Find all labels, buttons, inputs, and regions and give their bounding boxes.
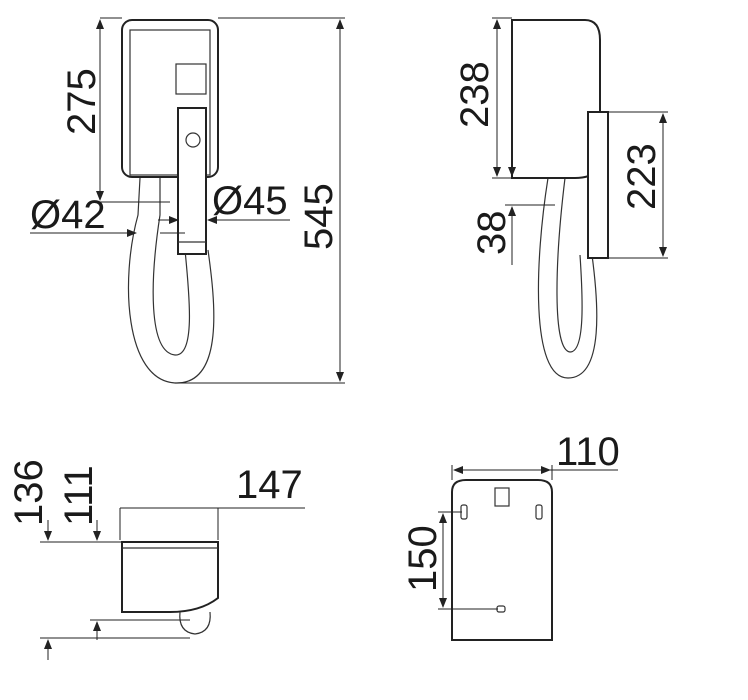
- dim-38: 38: [470, 211, 514, 256]
- back-top-slot: [494, 487, 510, 507]
- bottom-view: 136 111 147: [7, 459, 305, 660]
- dim-545: 545: [297, 183, 341, 250]
- dim-150: 150: [401, 525, 445, 592]
- dim-diameter-42: Ø42: [30, 193, 106, 237]
- dim-147: 147: [236, 463, 303, 507]
- dim-111: 111: [57, 465, 101, 526]
- side-view: 238 223 38: [453, 17, 668, 379]
- dim-238: 238: [453, 61, 497, 128]
- dim-110: 110: [556, 430, 620, 474]
- side-housing: [511, 19, 601, 179]
- bottom-housing: [121, 541, 219, 613]
- dim-diameter-45: Ø45: [212, 179, 288, 223]
- dim-275: 275: [60, 68, 104, 135]
- dim-223: 223: [620, 143, 664, 210]
- back-mount-right: [535, 504, 543, 520]
- side-holder: [587, 111, 609, 259]
- back-view: 110 150: [401, 430, 620, 641]
- back-housing: [451, 479, 553, 641]
- front-holder: [177, 107, 207, 255]
- bottom-holder-knob: [179, 611, 211, 635]
- front-view: 545 275 Ø42 Ø45: [30, 17, 345, 384]
- side-hose: [537, 177, 598, 379]
- dim-136: 136: [7, 459, 51, 526]
- front-hose: [127, 177, 215, 384]
